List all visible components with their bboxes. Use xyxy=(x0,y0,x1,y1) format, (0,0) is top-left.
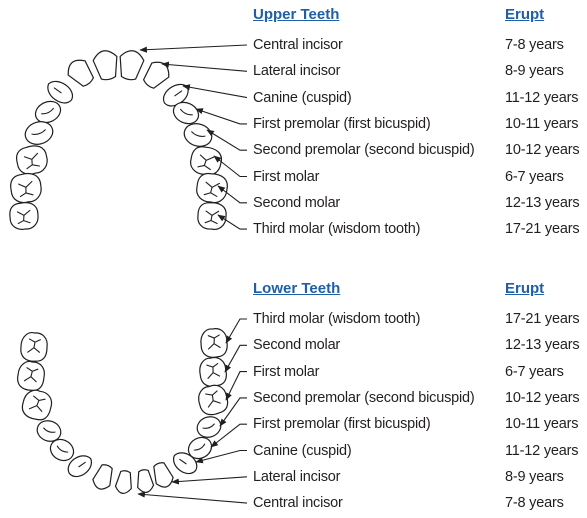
lower-second-molar-left xyxy=(16,360,46,392)
upper-tooth-name: Lateral incisor xyxy=(253,62,340,80)
lower-third-molar-right xyxy=(200,328,228,358)
lower-leader-line xyxy=(226,372,247,400)
lower-third-molar-left xyxy=(20,332,48,362)
lower-arch xyxy=(16,328,230,495)
upper-tooth-name: Second molar xyxy=(253,194,340,212)
upper-second-molar-left xyxy=(9,172,43,204)
upper-tooth-name: Canine (cuspid) xyxy=(253,89,352,107)
upper-erupt-age: 10-11 years xyxy=(505,115,578,133)
upper-tooth-name: First premolar (first bicuspid) xyxy=(253,115,431,133)
lower-erupt-age: 6-7 years xyxy=(505,363,564,381)
lower-second-premolar-right xyxy=(194,413,223,440)
lower-erupt-age: 8-9 years xyxy=(505,468,564,486)
upper-erupt-age: 7-8 years xyxy=(505,36,564,54)
lower-lateral-incisor-left xyxy=(91,462,116,491)
upper-leader-line xyxy=(183,86,247,98)
lower-central-incisor-left xyxy=(115,470,134,495)
upper-teeth-header: Upper Teeth xyxy=(253,6,339,23)
upper-erupt-age: 12-13 years xyxy=(505,194,579,212)
upper-leader-line xyxy=(207,130,247,150)
upper-second-premolar-left xyxy=(22,118,55,148)
upper-leader-line xyxy=(196,109,247,124)
lower-central-incisor-right xyxy=(135,469,154,494)
lower-leader-line xyxy=(226,319,247,343)
lower-tooth-name: Third molar (wisdom tooth) xyxy=(253,310,420,328)
lower-first-molar-left xyxy=(20,388,55,423)
upper-erupt-header: Erupt xyxy=(505,6,544,23)
lower-tooth-name: Central incisor xyxy=(253,494,343,512)
upper-first-molar-right xyxy=(188,144,223,177)
upper-tooth-name: Second premolar (second bicuspid) xyxy=(253,141,475,159)
lower-leader-line xyxy=(172,477,247,482)
upper-erupt-age: 8-9 years xyxy=(505,62,564,80)
upper-third-molar-right xyxy=(197,202,227,230)
upper-first-molar-left xyxy=(14,143,49,176)
lower-leader-line xyxy=(225,345,247,372)
lower-erupt-age: 7-8 years xyxy=(505,494,564,512)
upper-tooth-name: Central incisor xyxy=(253,36,343,54)
lower-teeth-header: Lower Teeth xyxy=(253,280,340,297)
upper-erupt-age: 11-12 years xyxy=(505,89,578,107)
upper-erupt-age: 10-12 years xyxy=(505,141,579,159)
lower-tooth-name: First molar xyxy=(253,363,319,381)
lower-erupt-age: 10-12 years xyxy=(505,389,579,407)
upper-leader-line xyxy=(162,64,247,71)
lower-erupt-age: 12-13 years xyxy=(505,336,579,354)
lower-erupt-age: 11-12 years xyxy=(505,442,578,460)
lower-second-molar-right xyxy=(198,356,228,388)
upper-tooth-name: First molar xyxy=(253,168,319,186)
upper-lateral-incisor-right xyxy=(139,57,173,92)
lower-leader-line xyxy=(138,494,247,503)
upper-second-molar-right xyxy=(195,172,229,204)
lower-tooth-name: Second molar xyxy=(253,336,340,354)
lower-tooth-name: Second premolar (second bicuspid) xyxy=(253,389,475,407)
upper-central-incisor-left xyxy=(92,49,121,82)
upper-third-molar-left xyxy=(9,202,39,230)
upper-erupt-age: 17-21 years xyxy=(505,220,579,238)
upper-arch xyxy=(9,49,229,230)
lower-first-molar-right xyxy=(196,383,231,418)
upper-erupt-age: 6-7 years xyxy=(505,168,564,186)
lower-erupt-header: Erupt xyxy=(505,280,544,297)
upper-leader-line xyxy=(140,45,247,50)
lower-erupt-age: 10-11 years xyxy=(505,415,578,433)
lower-tooth-name: First premolar (first bicuspid) xyxy=(253,415,431,433)
lower-tooth-name: Canine (cuspid) xyxy=(253,442,352,460)
upper-second-premolar-right xyxy=(181,120,214,150)
lower-erupt-age: 17-21 years xyxy=(505,310,579,328)
upper-central-incisor-right xyxy=(116,49,145,82)
upper-tooth-name: Third molar (wisdom tooth) xyxy=(253,220,420,238)
lower-tooth-name: Lateral incisor xyxy=(253,468,340,486)
